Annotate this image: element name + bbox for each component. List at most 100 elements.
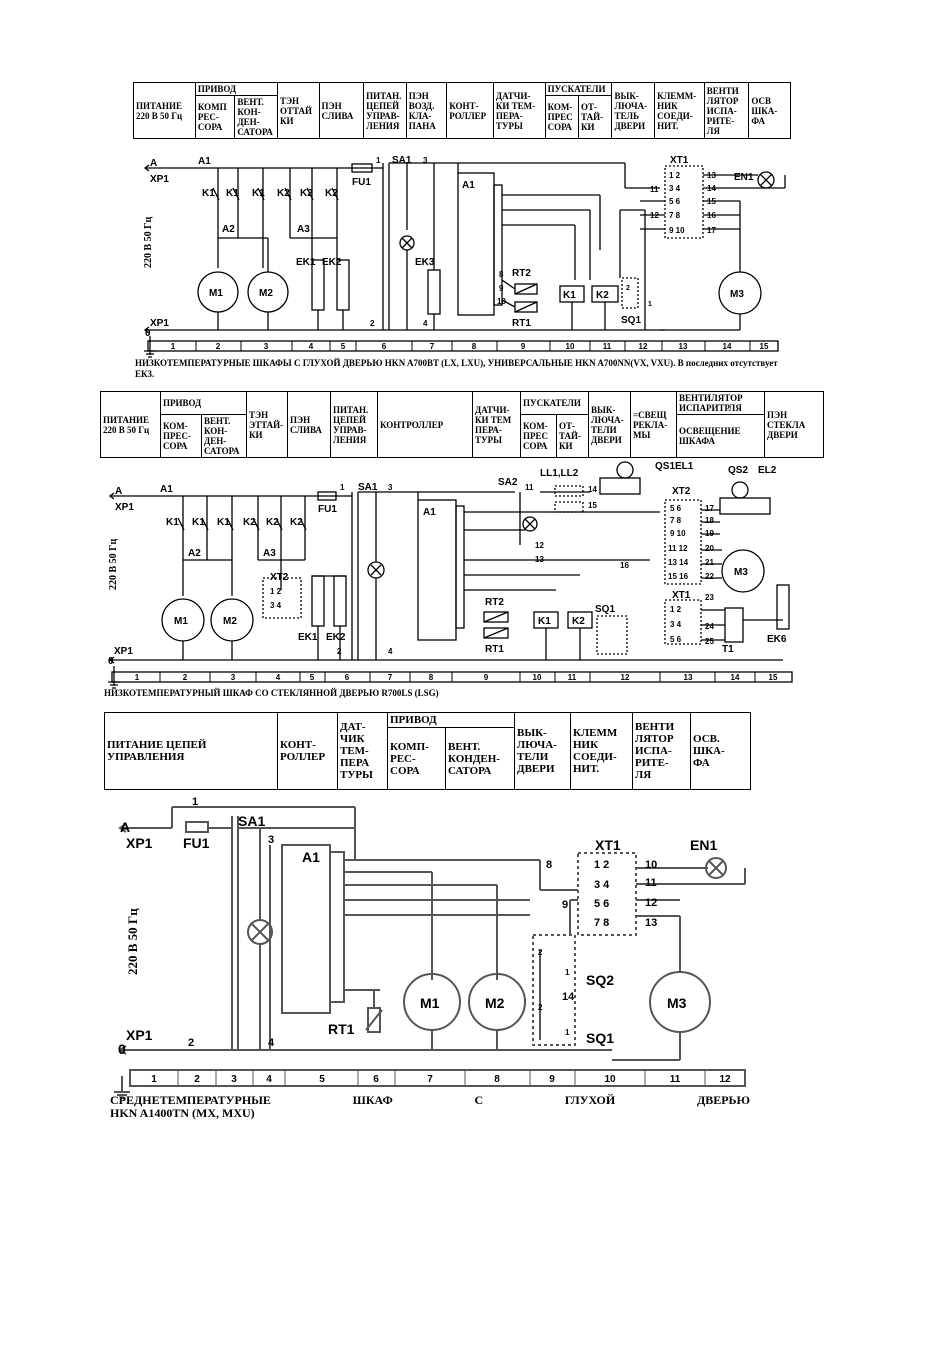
hdr1-ten-defrost: ТЭН ОТТАЙ КИ <box>276 82 320 139</box>
d2-k2-3: K2 <box>290 517 303 528</box>
d1-ruler-3: 3 <box>264 342 269 351</box>
hdr1-terminal: КЛЕММ- НИК СОЕДИ- НИТ. <box>654 82 705 139</box>
hdr1-st-def: ОТ- ТАЙ- КИ <box>578 95 613 139</box>
d3-caption-word-3: С <box>474 1093 484 1107</box>
d2-n11: 11 <box>525 483 534 492</box>
d2-qs2: QS2 <box>728 465 748 476</box>
hdr3-power: ПИТАНИЕ ЦЕПЕЙ УПРАВЛЕНИЯ <box>104 712 278 790</box>
d2-n18: 18 <box>705 516 714 525</box>
d3-sq2: SQ2 <box>586 972 614 988</box>
hdr1-light: ОСВ ШКА- ФА <box>748 82 791 139</box>
hdr3-sensor: ДАТ- ЧИК ТЕМ- ПЕРА ТУРЫ <box>337 712 388 790</box>
d1-n1: 1 <box>376 156 381 165</box>
d3-p12: 1 2 <box>594 859 609 871</box>
d1-rt2: RT2 <box>512 268 531 279</box>
d3-ruler-8: 8 <box>494 1074 500 1085</box>
d1-n14: 14 <box>707 184 716 193</box>
d1-m3: M3 <box>730 289 744 300</box>
d2-n17: 17 <box>705 504 714 513</box>
d3-zero: 0 <box>118 1041 126 1057</box>
d2-k1-coil: K1 <box>538 616 551 627</box>
d2-a: A <box>115 486 122 497</box>
d1-p78: 7 8 <box>669 211 681 220</box>
d2-ek2: EK2 <box>326 632 346 643</box>
d2-r78: 7 8 <box>670 516 682 525</box>
hdr3-light: ОСВ. ШКА- ФА <box>690 712 751 790</box>
d2-n1: 1 <box>340 483 345 492</box>
d2-n12: 12 <box>535 541 544 550</box>
d3-n2: 2 <box>188 1037 194 1049</box>
d2-r1314: 13 14 <box>668 558 689 567</box>
d3-caption-word-4: ГЛУХОЙ <box>564 1093 616 1107</box>
d1-k2-3: K2 <box>325 188 338 199</box>
d2-r1516: 15 16 <box>668 572 689 581</box>
header-table-3: ПИТАНИЕ ЦЕПЕЙ УПРАВЛЕНИЯ КОНТ- РОЛЛЕР ДА… <box>104 712 751 790</box>
d3-n13: 13 <box>645 917 657 929</box>
d2-ruler-15: 15 <box>769 673 778 682</box>
d2-sa2: SA2 <box>498 477 518 488</box>
d3-p78: 7 8 <box>594 917 609 929</box>
d1-n4: 4 <box>423 319 428 328</box>
d1-a2: A2 <box>222 224 235 235</box>
d1-xt1: XT1 <box>670 155 689 166</box>
d2-n16: 16 <box>620 561 629 570</box>
d2-xt2-left: XT2 <box>270 572 289 583</box>
d1-xp1-top: XP1 <box>150 174 169 185</box>
d3-sq2-2: 2 <box>538 948 543 957</box>
d2-n20: 20 <box>705 544 714 553</box>
d2-k2-coil: K2 <box>572 616 585 627</box>
d1-ek3: EK3 <box>415 257 435 268</box>
d1-ruler-6: 6 <box>382 342 387 351</box>
d3-ruler-12: 12 <box>719 1074 731 1085</box>
d1-sq1-1: 1 <box>648 301 652 308</box>
d3-caption-line2: HKN A1400TN (MX, MXU) <box>110 1106 255 1120</box>
hdr2-control: ПИТАН. ЦЕПЕЙ УПРАВ- ЛЕНИЯ <box>330 391 378 458</box>
d1-sq1-2: 2 <box>626 285 630 292</box>
d1-sq1: SQ1 <box>621 315 641 326</box>
d3-sq1: SQ1 <box>586 1030 614 1046</box>
d2-r56b: 5 6 <box>670 635 682 644</box>
d2-ek6: EK6 <box>767 634 787 645</box>
d1-ruler-12: 12 <box>639 342 648 351</box>
d1-n13: 13 <box>707 171 716 180</box>
d1-n9: 9 <box>499 284 504 293</box>
d2-ruler-11: 11 <box>568 673 577 682</box>
d3-n4: 4 <box>268 1037 275 1049</box>
d2-sq1: SQ1 <box>595 604 615 615</box>
d3-ruler-11: 11 <box>670 1074 681 1085</box>
d2-xp1-top: XP1 <box>115 502 134 513</box>
hdr2-controller: КОНТРОЛЛЕР <box>377 391 473 458</box>
d3-caption-word-5: ДВЕРЬЮ <box>696 1093 750 1107</box>
d2-ruler-6: 6 <box>345 673 350 682</box>
d1-sa1: SA1 <box>392 155 412 166</box>
d3-m1: M1 <box>420 995 440 1011</box>
d1-xp1-bottom: XP1 <box>150 318 169 329</box>
d1-p910: 9 10 <box>669 226 685 235</box>
d1-ruler-14: 14 <box>723 342 732 351</box>
hdr1-power: ПИТАНИЕ 220 В 50 Гц <box>133 82 196 139</box>
d3-n11: 11 <box>645 877 657 889</box>
d3-ruler-4: 4 <box>266 1074 272 1085</box>
d3-ruler-7: 7 <box>427 1074 433 1085</box>
d1-n11: 11 <box>650 185 659 194</box>
d2-qs1: QS1EL1 <box>655 461 694 472</box>
hdr3-controller: КОНТ- РОЛЛЕР <box>277 712 338 790</box>
hdr2-ten: ТЭН ЭТТАЙ- КИ <box>246 391 288 458</box>
header-table-2: ПИТАНИЕ 220 В 50 Гц ПРИВОД ТЭН ЭТТАЙ- КИ… <box>100 391 824 458</box>
d1-ruler-1: 1 <box>171 342 176 351</box>
d3-ruler-3: 3 <box>231 1074 237 1085</box>
d3-m3: M3 <box>667 995 687 1011</box>
d1-n17: 17 <box>707 226 716 235</box>
hdr2-pen: ПЭН СЛИВА <box>287 391 331 458</box>
d2-sa1: SA1 <box>358 482 378 493</box>
d2-n3: 3 <box>388 483 393 492</box>
hdr1-fan: ВЕНТ. КОН- ДЕН- САТОРА <box>234 95 278 139</box>
d3-xp1-bottom: XP1 <box>126 1027 153 1043</box>
d3-ruler-5: 5 <box>319 1074 325 1085</box>
d2-ruler-14: 14 <box>731 673 740 682</box>
d1-ruler-5: 5 <box>341 342 346 351</box>
d2-r56: 5 6 <box>670 504 682 513</box>
d2-xt2-p12: 1 2 <box>270 587 282 596</box>
d2-n4: 4 <box>388 647 393 656</box>
